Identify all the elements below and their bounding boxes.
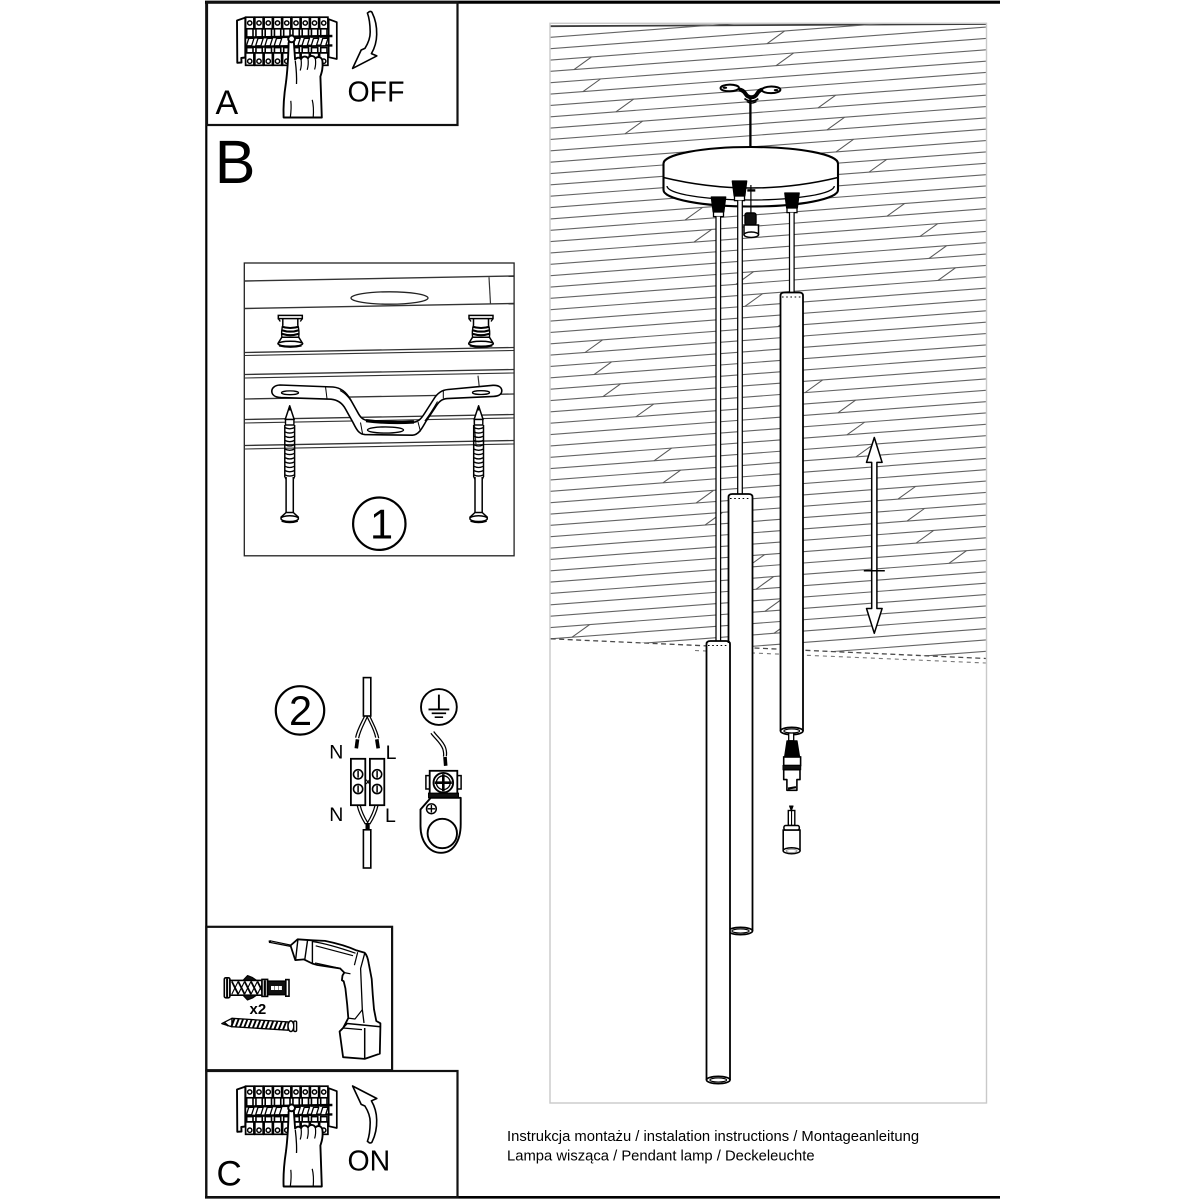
svg-text:2: 2 <box>289 687 312 734</box>
svg-text:L: L <box>385 805 396 827</box>
svg-text:Instrukcja montażu / instalati: Instrukcja montażu / instalation instruc… <box>507 1129 919 1145</box>
svg-text:N: N <box>329 804 343 826</box>
svg-text:x2: x2 <box>250 1001 267 1018</box>
svg-text:B: B <box>215 128 256 196</box>
svg-text:C: C <box>217 1155 242 1194</box>
svg-text:N: N <box>329 742 343 764</box>
svg-text:1: 1 <box>370 501 393 548</box>
svg-text:ON: ON <box>348 1145 391 1177</box>
svg-text:OFF: OFF <box>348 76 405 108</box>
svg-text:Lampa wisząca / Pendant lamp /: Lampa wisząca / Pendant lamp / Deckeleuc… <box>507 1149 815 1165</box>
svg-text:L: L <box>386 742 397 764</box>
svg-text:A: A <box>216 84 239 122</box>
